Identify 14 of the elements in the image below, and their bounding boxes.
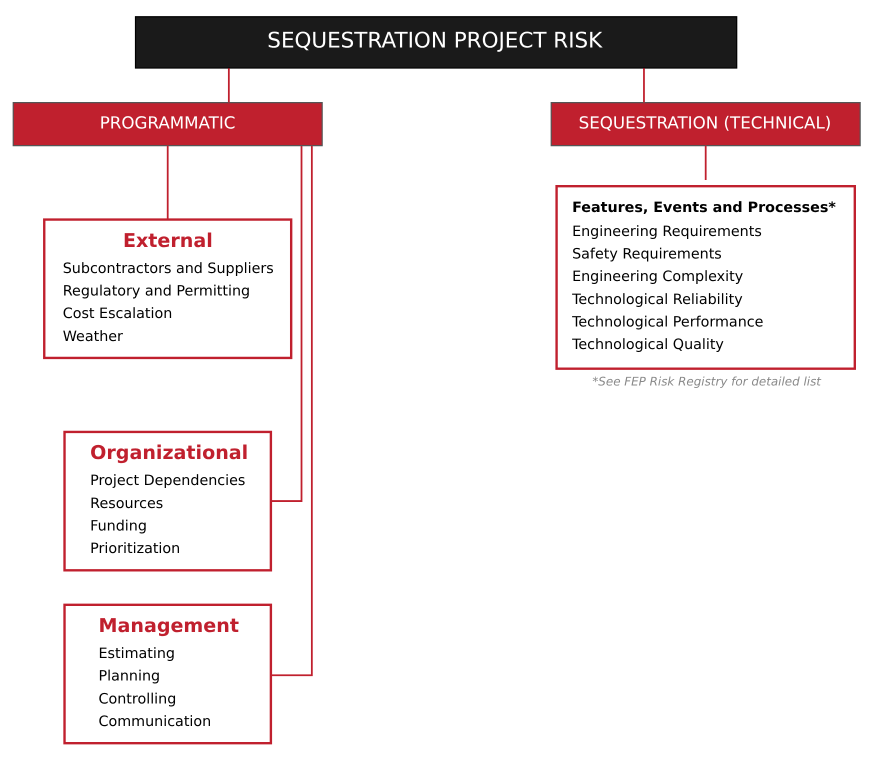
- node-box: SEQUESTRATION PROJECT RISK: [134, 16, 738, 69]
- node-box: SEQUESTRATION (TECHNICAL): [550, 102, 861, 146]
- connector: [166, 146, 169, 220]
- node-box: Management Estimating Planning Controlling Communication: [63, 604, 272, 744]
- connector: [643, 68, 645, 103]
- connector: [228, 68, 230, 103]
- connector: [270, 146, 313, 676]
- node-box: PROGRAMMATIC: [12, 102, 323, 146]
- connector: [704, 146, 707, 180]
- node-box: Features, Events and Processes* Engineering Requirements Safety Requirements Engineering Complexity Technological Reliability Technological Performance Technological Quality: [555, 184, 856, 370]
- node-box: Organizational Project Dependencies Resources Funding Prioritization: [63, 430, 272, 572]
- node-box: External Subcontractors and Suppliers Regulatory and Permitting Cost Escalation Weather: [43, 218, 292, 360]
- connector: [271, 146, 302, 502]
- node-label: *See FEP Risk Registry for detailed list: [592, 374, 821, 388]
